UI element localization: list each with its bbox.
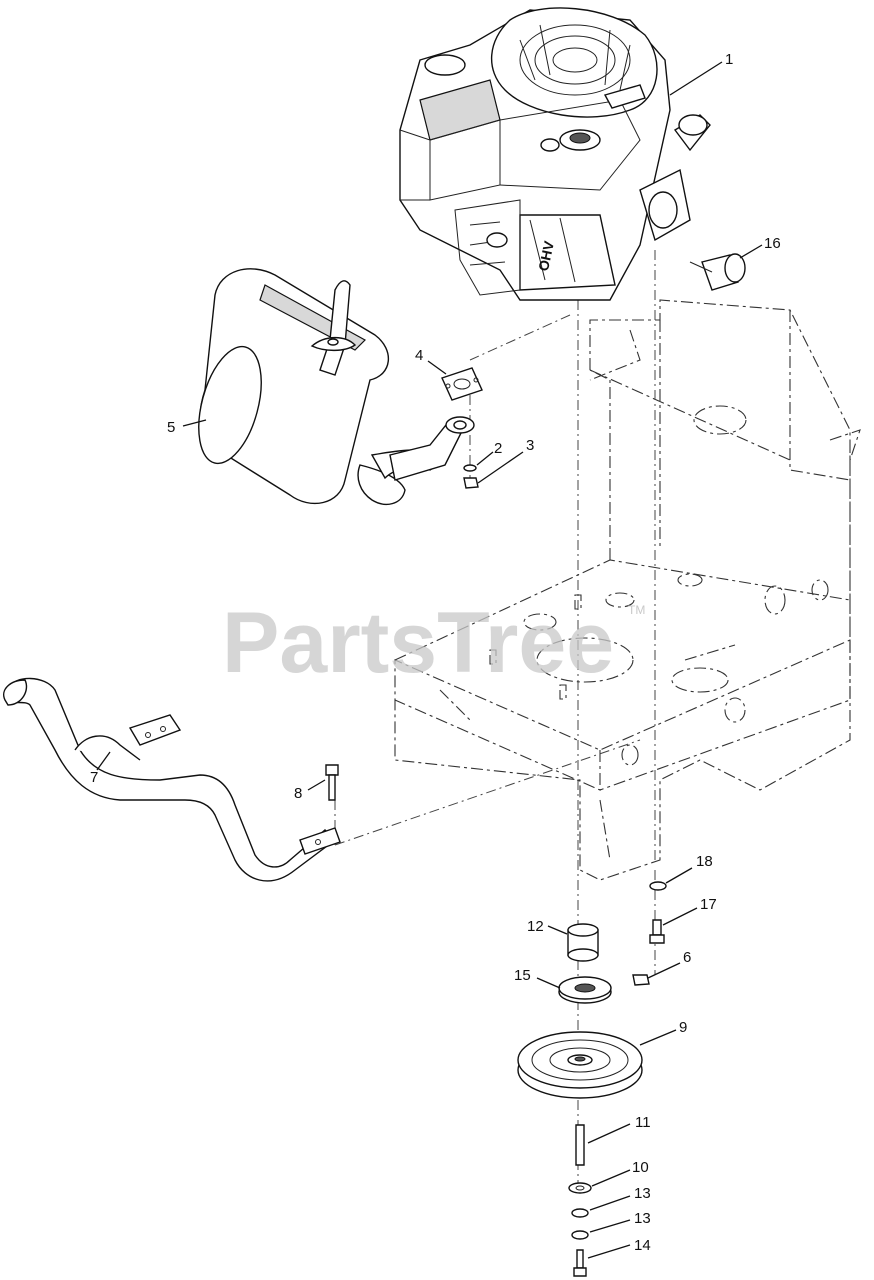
washer-2 — [463, 464, 477, 472]
muffler — [198, 268, 475, 506]
callout-14: 14 — [634, 1237, 651, 1254]
key — [575, 1124, 585, 1166]
fitting — [689, 253, 746, 291]
leader-18 — [665, 867, 693, 884]
callout-12: 12 — [527, 918, 544, 935]
chassis-frame — [394, 299, 861, 881]
leader-7 — [96, 751, 111, 771]
callout-18: 18 — [696, 853, 713, 870]
leader-14 — [587, 1244, 631, 1259]
washer-10 — [568, 1182, 592, 1194]
bolt-17 — [649, 919, 665, 944]
bolt-14 — [573, 1249, 587, 1277]
leader-6 — [647, 962, 681, 979]
pulley — [517, 1031, 643, 1099]
callout-15: 15 — [514, 967, 531, 984]
washer-13b — [571, 1230, 589, 1240]
callout-10: 10 — [632, 1159, 649, 1176]
leader-13b — [589, 1219, 631, 1233]
callout-1: 1 — [725, 51, 733, 68]
leader-4 — [427, 360, 447, 375]
callout-9: 9 — [679, 1019, 687, 1036]
spacer — [567, 923, 599, 962]
leader-2 — [476, 451, 494, 466]
leader-15 — [536, 977, 561, 989]
callout-16: 16 — [764, 235, 781, 252]
leader-10 — [591, 1169, 631, 1187]
callout-11: 11 — [635, 1114, 651, 1131]
leader-17 — [662, 907, 698, 926]
engine-ohv-label: OHV — [535, 239, 557, 273]
callout-6: 6 — [683, 949, 691, 966]
bearing — [558, 976, 612, 1004]
callout-13b: 13 — [634, 1210, 651, 1227]
leader-12 — [547, 925, 568, 935]
watermark-text: PartsTree — [222, 595, 614, 691]
bolt-8 — [325, 764, 339, 801]
leader-11 — [587, 1123, 631, 1144]
leader-8 — [307, 779, 326, 791]
callout-2: 2 — [494, 440, 502, 457]
engine: OHV — [399, 7, 711, 301]
leader-13a — [589, 1195, 631, 1211]
leader-9 — [639, 1029, 677, 1046]
washer-13a — [571, 1208, 589, 1218]
callout-8: 8 — [294, 785, 302, 802]
leader-3 — [477, 451, 524, 484]
nut-6 — [632, 974, 650, 986]
watermark-trademark: TM — [628, 603, 645, 617]
callout-17: 17 — [700, 896, 717, 913]
callout-13a: 13 — [634, 1185, 651, 1202]
callout-3: 3 — [526, 437, 534, 454]
gasket — [441, 367, 483, 401]
assembly-centerlines — [334, 250, 656, 1190]
callout-5: 5 — [167, 419, 175, 436]
leader-16 — [739, 244, 763, 259]
nut-3 — [463, 477, 479, 489]
leader-5 — [182, 419, 207, 427]
washer-18 — [649, 881, 667, 891]
callout-4: 4 — [415, 347, 423, 364]
exhaust-pipe — [3, 677, 341, 882]
leader-1 — [669, 61, 723, 96]
callout-7: 7 — [90, 769, 98, 786]
